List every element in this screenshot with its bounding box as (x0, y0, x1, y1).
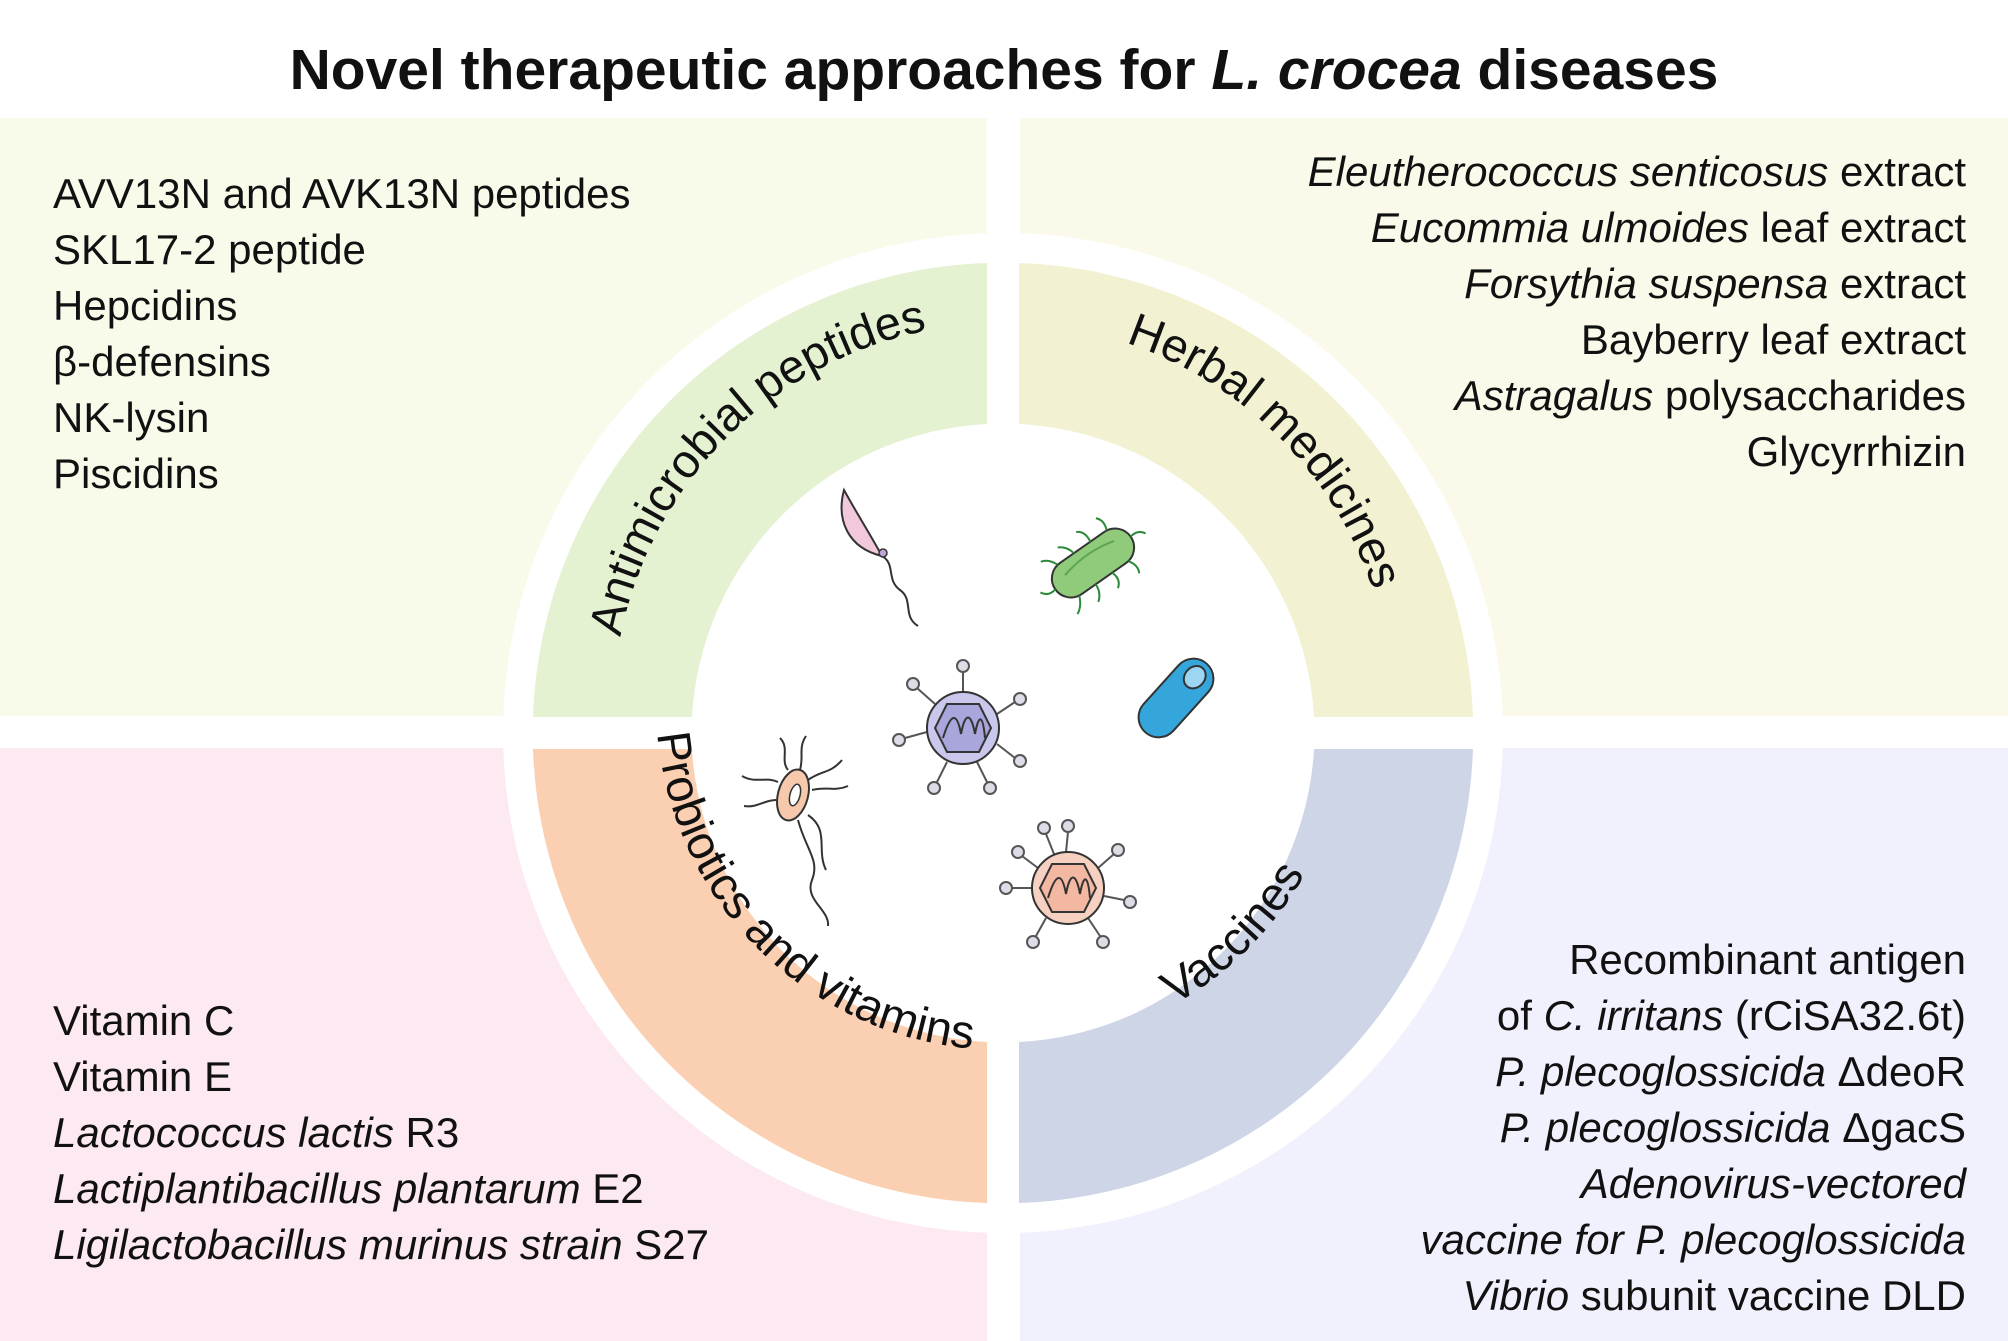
herbal-ring-segment (1019, 263, 1473, 717)
list-item: vaccine for P. plecoglossicida (1420, 1216, 1966, 1263)
list-item: Hepcidins (53, 282, 238, 329)
list-item: Vitamin E (53, 1053, 232, 1100)
title-text-end: diseases (1461, 38, 1719, 102)
vaccines-ring-segment (1019, 749, 1473, 1203)
list-item: NK-lysin (53, 394, 210, 441)
list-item: Glycyrrhizin (1746, 428, 1966, 475)
virus-icon (892, 659, 1027, 795)
list-item: Eucommia ulmoides leaf extract (1370, 204, 1966, 251)
title-species: L. crocea (1211, 38, 1462, 102)
list-item: Forsythia suspensa extract (1464, 260, 1966, 307)
flagellate-icon (840, 487, 919, 627)
list-item: Astragalus polysaccharides (1454, 372, 1966, 419)
ciliate-icon (741, 735, 849, 927)
list-item: Bayberry leaf extract (1580, 316, 1966, 363)
list-item: of C. irritans (rCiSA32.6t) (1496, 992, 1966, 1039)
rod-bacterium-icon (1137, 657, 1215, 739)
title-text: Novel therapeutic approaches for (289, 38, 1212, 102)
list-item: Recombinant antigen (1569, 936, 1966, 983)
antimicrobial-ring-segment (533, 263, 987, 717)
list-item: Vibrio subunit vaccine DLD (1462, 1272, 1967, 1319)
list-item: Lactococcus lactis R3 (53, 1109, 460, 1156)
list-item: β-defensins (53, 338, 271, 385)
list-item: Ligilactobacillus murinus strain S27 (53, 1221, 709, 1268)
list-item: Adenovirus-vectored (1580, 1160, 1966, 1207)
list-item: P. plecoglossicida ΔgacS (1499, 1104, 1966, 1151)
list-item: Lactiplantibacillus plantarum E2 (53, 1165, 644, 1212)
list-item: SKL17-2 peptide (53, 226, 366, 273)
list-item: AVV13N and AVK13N peptides (53, 170, 631, 217)
list-item: P. plecoglossicida ΔdeoR (1495, 1048, 1966, 1095)
list-item: Eleutherococcus senticosus extract (1307, 148, 1966, 195)
list-item: Piscidins (53, 450, 219, 497)
virus-icon (999, 819, 1137, 949)
bacillus-icon (1039, 517, 1147, 615)
probiotics-ring-segment (533, 749, 987, 1203)
list-item: Vitamin C (53, 997, 235, 1044)
figure-title: Novel therapeutic approaches for L. croc… (0, 30, 2008, 110)
